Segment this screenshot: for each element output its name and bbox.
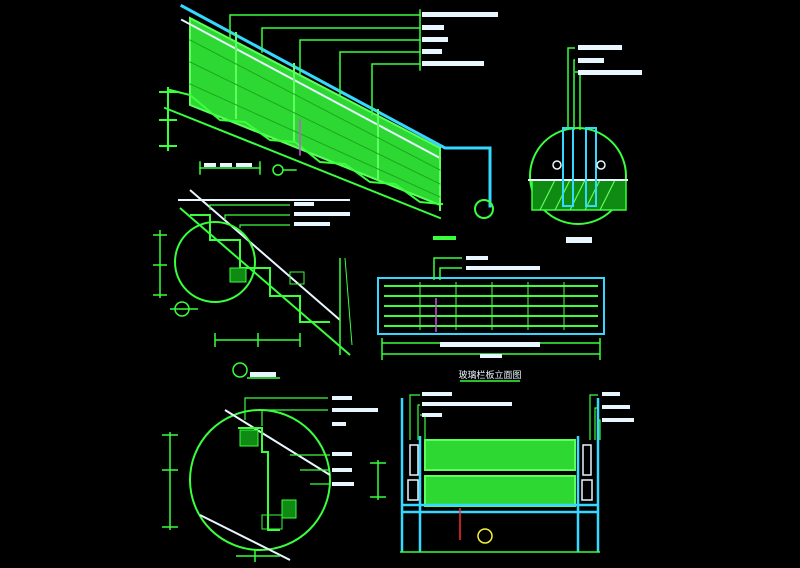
- detail-circle-icon: [474, 199, 494, 219]
- glass-panel-title: 玻璃栏板立面图: [458, 369, 521, 381]
- hatch-pattern-icon: [531, 179, 627, 211]
- stair-railing-section: [153, 189, 353, 379]
- handrail-joint-circle-detail: [162, 396, 378, 562]
- glass-balustrade-section: [370, 392, 634, 553]
- leader-note-bars: [422, 12, 498, 66]
- stair-handrail-elevation: [159, 3, 498, 240]
- handrail-inner: [180, 18, 442, 160]
- section-marker-icon: [272, 164, 284, 176]
- stair-steps: [168, 88, 444, 206]
- stair-soffit: [163, 106, 442, 220]
- glass-panel-elevation: 玻璃栏板立面图: [377, 256, 605, 382]
- handrail-top: [179, 3, 492, 208]
- post-base-circle-detail: [528, 45, 642, 243]
